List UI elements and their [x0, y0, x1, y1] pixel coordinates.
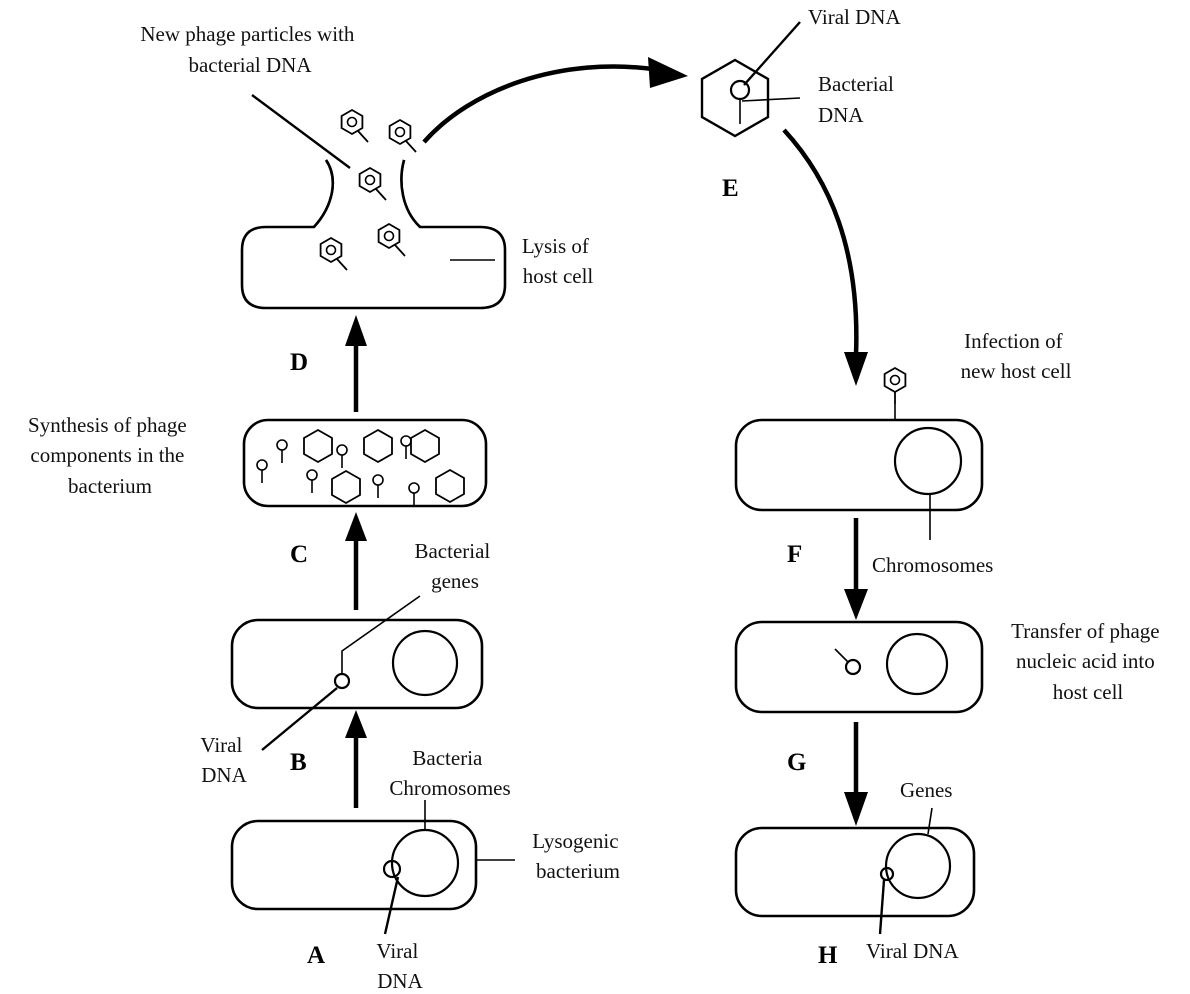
cell-b	[230, 595, 484, 751]
label-chromosomes-f: Chromosomes	[872, 553, 993, 577]
label-bacterial-dna-e: Bacterial DNA	[818, 72, 899, 127]
label-transfer: Transfer of phage nucleic acid into host…	[1011, 619, 1165, 704]
label-viral-dna-a: Viral DNA	[376, 939, 423, 993]
arrow-d-to-e	[422, 57, 688, 144]
cell-d	[240, 94, 507, 310]
label-viral-dna-e: Viral DNA	[808, 5, 901, 29]
stage-e: E	[722, 175, 739, 202]
label-bacteria-chromosomes: Bacteria Chromosomes	[389, 746, 510, 800]
label-viral-dna-b: Viral DNA	[200, 733, 247, 787]
cell-h	[734, 807, 976, 935]
arrow-b-to-c	[345, 512, 367, 610]
stage-a: A	[307, 942, 325, 969]
viral-dna-integrated	[382, 859, 402, 879]
label-lysis: Lysis of host cell	[522, 234, 594, 288]
cell-g	[734, 620, 984, 714]
label-lysogenic: Lysogenic bacterium	[532, 829, 624, 883]
stage-g: G	[787, 749, 806, 776]
label-infection: Infection of new host cell	[961, 329, 1072, 383]
stage-h: H	[818, 942, 838, 969]
stage-d: D	[290, 349, 308, 376]
arrow-g-to-h	[844, 722, 868, 826]
arrow-c-to-d	[345, 315, 367, 412]
cell-c	[242, 418, 488, 508]
stage-f: F	[787, 541, 802, 568]
cell-a	[230, 800, 515, 935]
stage-c: C	[290, 541, 308, 568]
label-bacterial-genes: Bacterial genes	[414, 539, 495, 593]
label-viral-dna-h: Viral DNA	[866, 939, 959, 963]
stage-b: B	[290, 749, 307, 776]
cell-f	[734, 367, 984, 540]
label-synthesis: Synthesis of phage components in the bac…	[28, 413, 192, 498]
phage-e	[700, 21, 801, 138]
arrow-e-to-f	[782, 128, 868, 386]
label-new-phage: New phage particles with bacterial DNA	[140, 22, 359, 77]
label-genes-h: Genes	[900, 778, 952, 802]
arrow-a-to-b	[345, 710, 367, 808]
arrow-f-to-g	[844, 518, 868, 620]
